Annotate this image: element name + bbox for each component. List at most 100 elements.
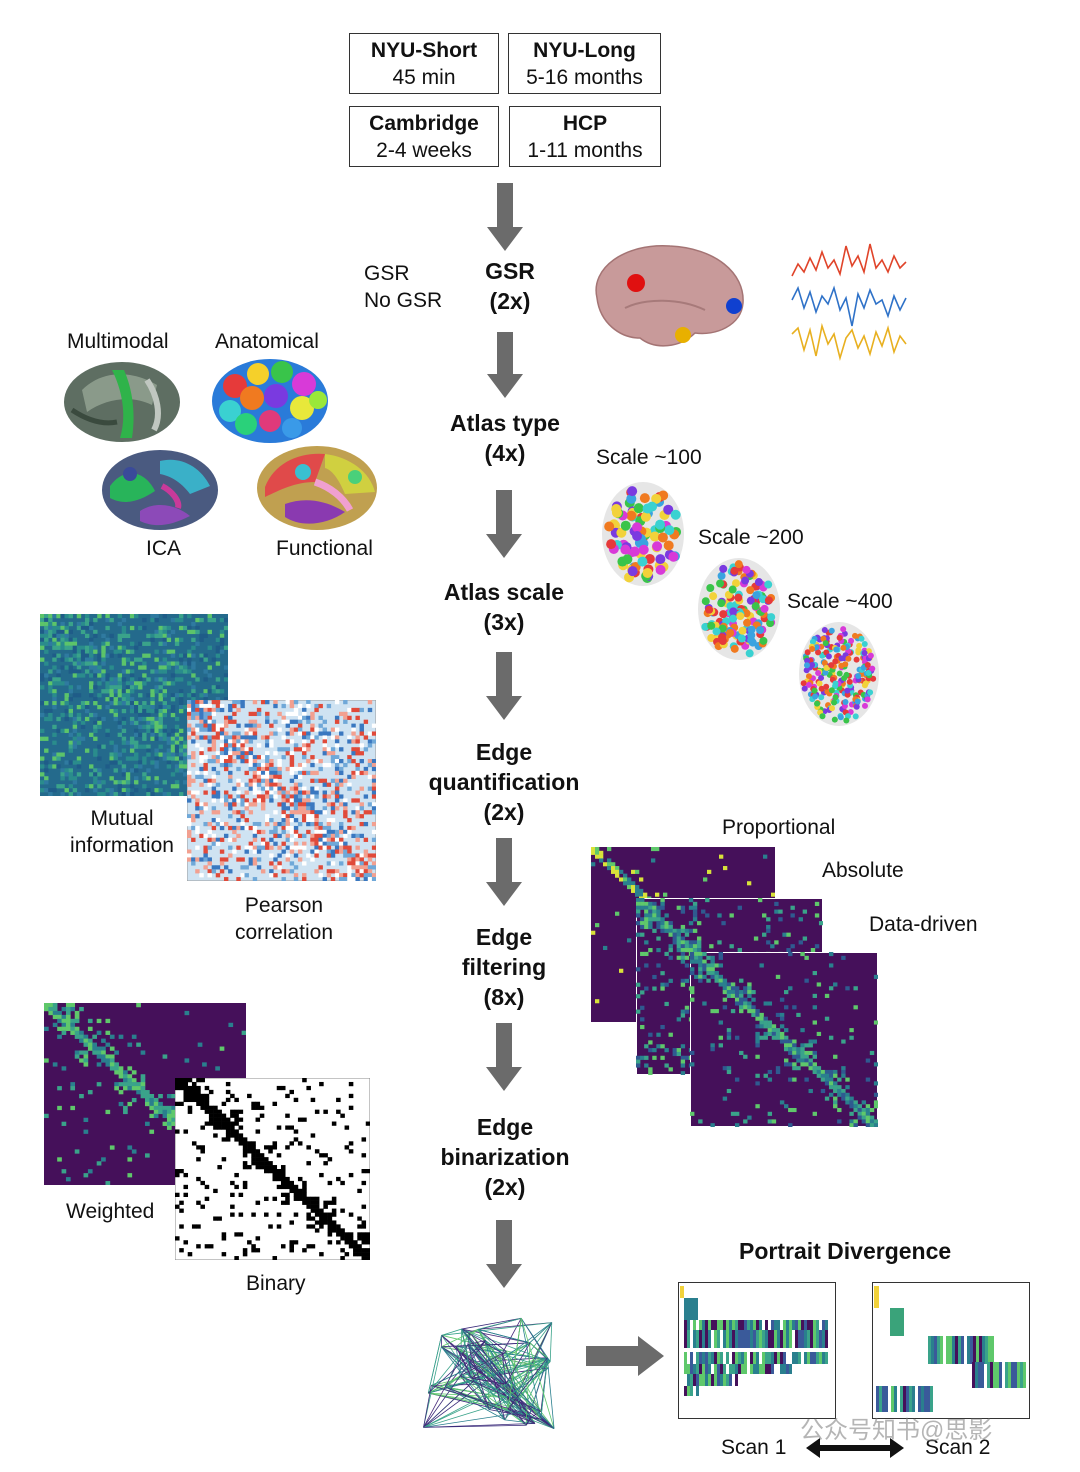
matrix-cell — [359, 869, 364, 874]
matrix-cell — [252, 845, 258, 850]
matrix-cell — [755, 1073, 760, 1078]
matrix-cell — [208, 1105, 214, 1110]
matrix-cell — [714, 963, 719, 968]
matrix-cell — [331, 1224, 337, 1229]
matrix-cell — [767, 1119, 773, 1124]
matrix-cell — [203, 703, 208, 709]
matrix-cell — [710, 955, 715, 960]
matrix-cell — [813, 1352, 816, 1364]
step-atlas-type-count: (4x) — [484, 440, 526, 466]
matrix-cell — [706, 963, 711, 968]
matrix-cell — [146, 728, 151, 733]
matrix-cell — [779, 997, 785, 1002]
matrix-cell — [68, 792, 73, 796]
matrix-cell — [76, 649, 82, 654]
matrix-cell — [96, 1050, 102, 1055]
matrix-cell — [178, 701, 184, 706]
matrix-cell — [178, 625, 184, 631]
matrix-cell — [741, 1330, 744, 1348]
matrix-cell — [351, 833, 356, 839]
matrix-cell — [273, 841, 278, 846]
parcel-dot — [756, 626, 765, 635]
matrix-cell — [783, 1330, 786, 1348]
matrix-cell — [355, 857, 360, 862]
matrix-cell — [990, 1362, 993, 1388]
matrix-cell — [808, 1043, 813, 1048]
matrix-cell — [234, 1113, 239, 1118]
matrix-cell — [636, 1063, 641, 1068]
matrix-cell — [285, 766, 291, 772]
matrix-cell — [252, 821, 258, 827]
matrix-cell — [306, 1085, 311, 1091]
matrix-cell — [265, 818, 270, 823]
matrix-cell — [259, 1165, 265, 1170]
dataset-detail: 5-16 months — [526, 65, 643, 89]
matrix-cell — [92, 1042, 97, 1047]
parcel-dot — [800, 680, 807, 687]
matrix-cell — [644, 913, 649, 918]
matrix-cell — [314, 770, 319, 776]
matrix-cell — [289, 770, 295, 776]
matrix-cell — [706, 967, 711, 972]
matrix-cell — [158, 633, 163, 639]
matrix-cell — [208, 1117, 214, 1122]
matrix-cell — [68, 637, 73, 642]
matrix-cell — [688, 944, 694, 949]
matrix-cell — [343, 829, 348, 835]
matrix-cell — [121, 748, 127, 753]
matrix-cell — [804, 978, 809, 983]
matrix-cell — [361, 1204, 367, 1209]
matrix-cell — [359, 751, 364, 756]
matrix-cell — [65, 1010, 71, 1016]
matrix-cell — [154, 724, 159, 730]
matrix-cell — [203, 762, 208, 768]
matrix-cell — [113, 681, 118, 686]
matrix-cell — [203, 727, 208, 732]
matrix-cell — [269, 739, 274, 744]
matrix-cell — [211, 685, 217, 690]
matrix-cell — [196, 1224, 201, 1229]
matrix-cell — [804, 1330, 807, 1348]
matrix-cell — [219, 707, 225, 713]
matrix-cell — [717, 913, 722, 918]
matrix-cell — [730, 982, 736, 987]
matrix-cell — [367, 869, 373, 874]
matrix-cell — [277, 821, 282, 827]
parcel-dot — [606, 539, 617, 550]
matrix-cell — [199, 810, 204, 815]
matrix-cell — [203, 853, 208, 858]
step-edge-binarization: Edge binarization (2x) — [420, 1112, 590, 1202]
matrix-cell — [240, 755, 245, 760]
matrix-cell — [89, 661, 94, 666]
matrix-cell — [117, 701, 123, 706]
matrix-cell — [676, 905, 682, 910]
matrix-cell — [599, 854, 604, 859]
matrix-cell — [314, 778, 319, 783]
matrix-cell — [664, 924, 669, 930]
matrix-cell — [714, 1352, 717, 1364]
matrix-cell — [999, 1362, 1002, 1388]
matrix-cell — [125, 701, 131, 706]
matrix-cell — [207, 715, 212, 720]
matrix-cell — [174, 677, 180, 682]
matrix-cell — [56, 764, 61, 769]
matrix-cell — [252, 786, 258, 791]
matrix-cell — [668, 924, 673, 930]
matrix-cell — [219, 637, 225, 642]
matrix-cell — [269, 766, 274, 772]
matrix-cell — [684, 1330, 687, 1348]
matrix-cell — [302, 1192, 307, 1197]
matrix-cell — [694, 955, 699, 960]
matrix-cell — [326, 747, 332, 752]
matrix-cell — [322, 743, 327, 748]
matrix-cell — [171, 1109, 177, 1115]
matrix-cell — [251, 1248, 256, 1253]
matrix-cell — [680, 1071, 686, 1075]
matrix-cell — [252, 790, 258, 795]
matrix-cell — [64, 697, 69, 702]
matrix-cell — [314, 814, 319, 819]
matrix-cell — [70, 1105, 76, 1111]
matrix-cell — [293, 798, 299, 803]
matrix-cell — [699, 1364, 702, 1374]
matrix-cell — [331, 1121, 337, 1126]
